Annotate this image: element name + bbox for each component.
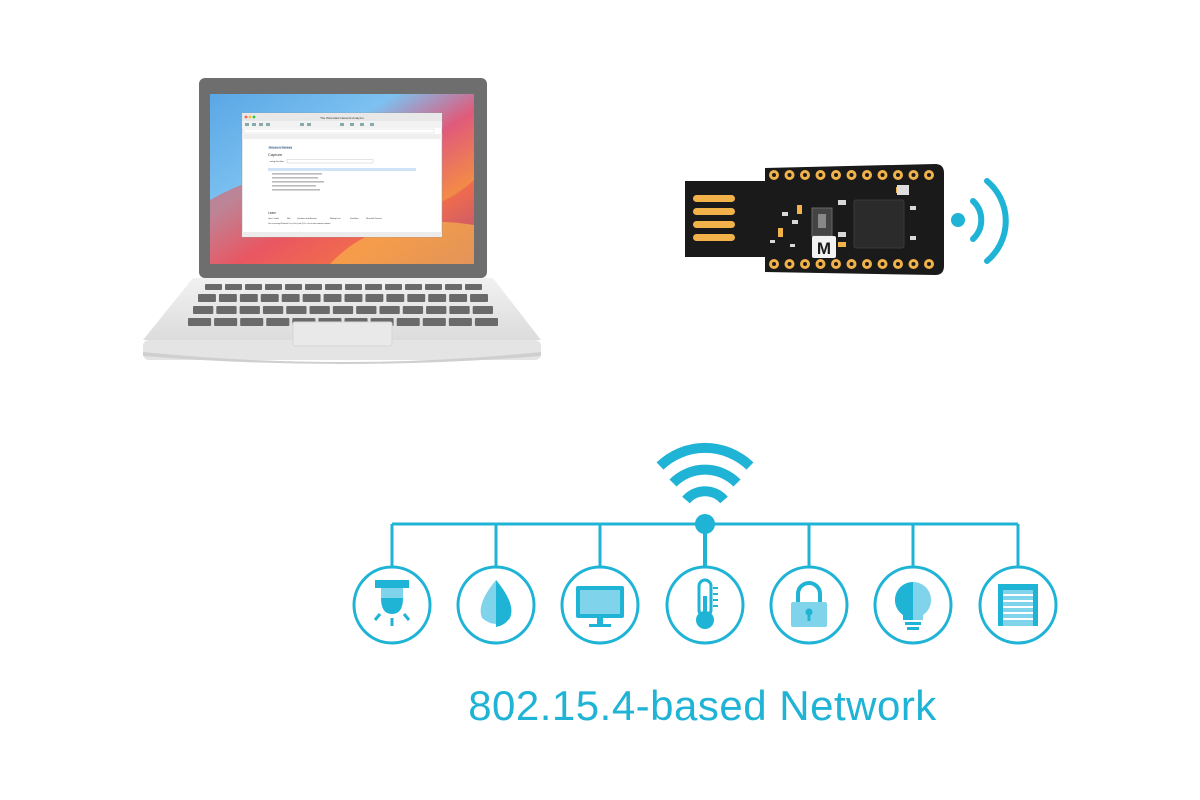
mcu-chip — [853, 199, 905, 249]
wireless-signal-icon — [951, 178, 1009, 264]
key — [365, 284, 382, 290]
key — [281, 294, 300, 302]
garage-door-device — [978, 565, 1058, 645]
key — [262, 306, 284, 314]
dongle-logo — [812, 236, 836, 258]
window-title: The Wireshark Network Analyzer — [320, 116, 364, 120]
learn-link-sharkfest[interactable]: SharkFest — [350, 217, 359, 220]
key — [449, 294, 468, 302]
key — [365, 294, 384, 302]
display-device — [560, 565, 640, 645]
key — [448, 318, 472, 326]
key — [218, 294, 237, 302]
capture-heading: Capture — [268, 152, 283, 157]
padlock-icon — [791, 581, 827, 627]
filter-label: ...using this filter: — [268, 160, 285, 163]
key — [305, 284, 322, 290]
key — [260, 294, 279, 302]
ceiling-light-icon — [373, 580, 411, 626]
usb-dongle: M — [685, 164, 1009, 275]
key — [205, 284, 222, 290]
key — [422, 318, 446, 326]
key — [302, 294, 321, 302]
key — [240, 318, 264, 326]
learn-link-discord[interactable]: Wireshark Discord — [366, 217, 381, 220]
key — [396, 318, 420, 326]
key — [216, 306, 237, 314]
key — [245, 284, 262, 290]
castellated-pads — [769, 170, 934, 269]
key — [323, 294, 342, 302]
dongle-logo-letter: M — [817, 239, 831, 258]
network-bus — [392, 522, 1018, 566]
key — [239, 294, 258, 302]
ceiling-light-device — [352, 565, 432, 645]
key — [470, 294, 488, 302]
trackpad — [292, 321, 393, 347]
key — [286, 306, 307, 314]
key — [449, 306, 470, 314]
key — [266, 318, 290, 326]
key — [426, 306, 447, 314]
usb-contacts — [693, 195, 735, 241]
water-drop-icon — [480, 580, 512, 627]
key — [405, 284, 422, 290]
key — [379, 306, 400, 314]
learn-link-mailing-lists[interactable]: Mailing Lists — [330, 217, 340, 220]
key — [386, 294, 405, 302]
network-caption: 802.15.4-based Network — [468, 682, 937, 729]
key — [445, 284, 462, 290]
network — [352, 442, 1058, 645]
learn-link-users-guide[interactable]: User's Guide — [268, 217, 279, 220]
smart-bulb-device — [873, 565, 953, 645]
key — [465, 284, 482, 290]
key — [225, 284, 242, 290]
key — [239, 306, 260, 314]
key — [345, 284, 362, 290]
key — [425, 284, 442, 290]
wireshark-window: The Wireshark Network Analyzer Welcome t… — [241, 112, 443, 238]
learn-link-wiki[interactable]: Wiki — [287, 218, 291, 220]
laptop: The Wireshark Network Analyzer Welcome t… — [143, 78, 541, 364]
key — [356, 306, 377, 314]
learn-heading: Learn — [268, 211, 276, 215]
key — [214, 318, 238, 326]
key — [402, 306, 424, 314]
usb-connector — [685, 181, 765, 257]
key — [198, 294, 216, 302]
smart-lock-device — [769, 565, 849, 645]
key — [385, 284, 402, 290]
key — [188, 318, 212, 326]
key — [285, 284, 302, 290]
key — [407, 294, 426, 302]
key — [309, 306, 330, 314]
welcome-label: Welcome to Wireshark — [269, 147, 293, 150]
light-bulb-icon — [894, 581, 932, 630]
wifi-icon — [656, 442, 754, 504]
key — [474, 318, 498, 326]
monitor-icon — [576, 586, 624, 627]
key — [472, 306, 493, 314]
garage-door-icon — [998, 584, 1038, 626]
version-note: You are running Wireshark 3.x.x (v3.x.x)… — [268, 222, 331, 225]
key — [332, 306, 354, 314]
key — [428, 294, 447, 302]
thermostat-device — [665, 565, 745, 645]
key — [325, 284, 342, 290]
key — [193, 306, 214, 314]
key — [265, 284, 282, 290]
water-sensor-device — [456, 565, 536, 645]
learn-link-qa[interactable]: Questions and Answers — [297, 217, 317, 220]
thermometer-icon — [696, 578, 718, 629]
key — [344, 294, 363, 302]
